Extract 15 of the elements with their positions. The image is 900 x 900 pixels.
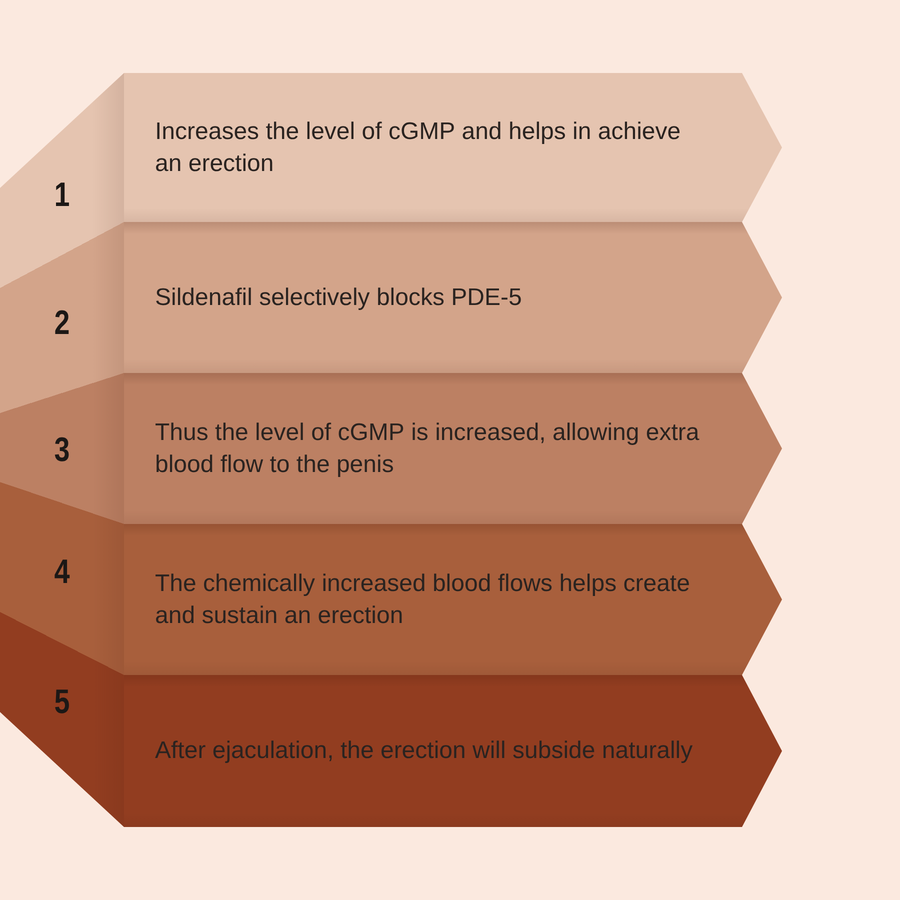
step-banner: [0, 222, 782, 373]
step-text: Sildenafil selectively blocks PDE-5: [155, 282, 523, 312]
step-text: Increases the level of cGMP and helps in achieve an erection: [155, 116, 682, 178]
step-banner: [0, 675, 782, 827]
step-number: 5: [54, 685, 70, 719]
step-banner: [0, 73, 782, 222]
step-text: Thus the level of cGMP is increased, allowing extra blood flow to the penis: [155, 418, 700, 480]
step-number: 1: [54, 178, 70, 212]
step-banner: [0, 524, 782, 675]
step-text: The chemically increased blood flows helps create and sustain an erection: [155, 568, 691, 630]
step-number: 3: [54, 433, 70, 467]
step-banner: [0, 373, 782, 524]
step-number: 4: [54, 555, 70, 589]
step-number: 2: [54, 306, 70, 340]
step-text: After ejaculation, the erection will subside naturally: [155, 736, 694, 766]
